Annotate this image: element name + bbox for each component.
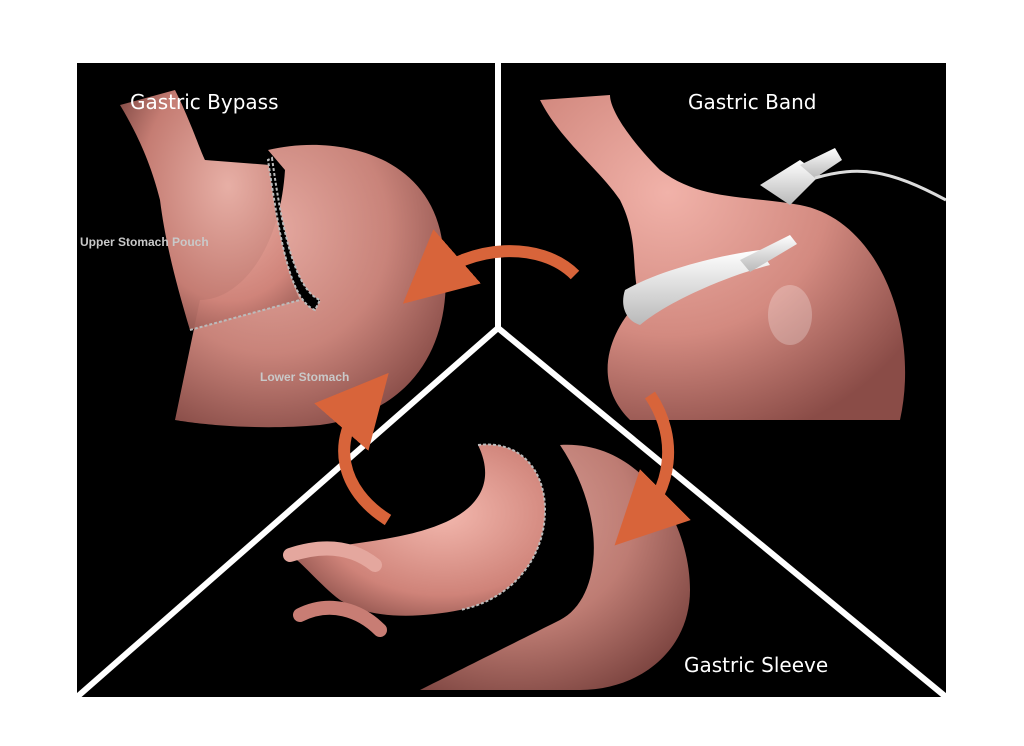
access-port — [760, 160, 820, 205]
upper-stomach-pouch-shape — [120, 90, 300, 330]
arrow-sleeve-to-bypass — [314, 372, 392, 526]
staple-line — [266, 156, 322, 312]
highlight — [768, 285, 812, 345]
arrow-band-to-sleeve — [614, 391, 691, 546]
upper-stomach-pouch-label: Upper Stomach Pouch — [80, 235, 209, 249]
gastric-band-device — [623, 250, 770, 325]
gastric-bypass-illustration — [120, 90, 446, 428]
lower-stomach-label: Lower Stomach — [260, 370, 349, 384]
sleeve-stomach-shape — [290, 444, 545, 616]
port-tab — [800, 148, 842, 178]
tubing — [814, 169, 946, 202]
intestine-lower — [293, 600, 387, 637]
arrow-band-to-bypass — [402, 229, 580, 304]
lower-stomach-shape — [175, 144, 446, 428]
gastric-sleeve-title: Gastric Sleeve — [684, 653, 828, 677]
band-clip — [740, 235, 797, 272]
gastric-band-illustration — [540, 95, 946, 420]
divider-right-diagonal — [496, 325, 948, 700]
divider-left-diagonal — [75, 325, 500, 700]
pouch-staple-edge — [189, 299, 301, 331]
intestine — [283, 541, 382, 572]
gastric-band-title: Gastric Band — [688, 90, 817, 114]
sleeve-staple-line — [459, 443, 547, 611]
gastric-bypass-title: Gastric Bypass — [130, 90, 279, 114]
